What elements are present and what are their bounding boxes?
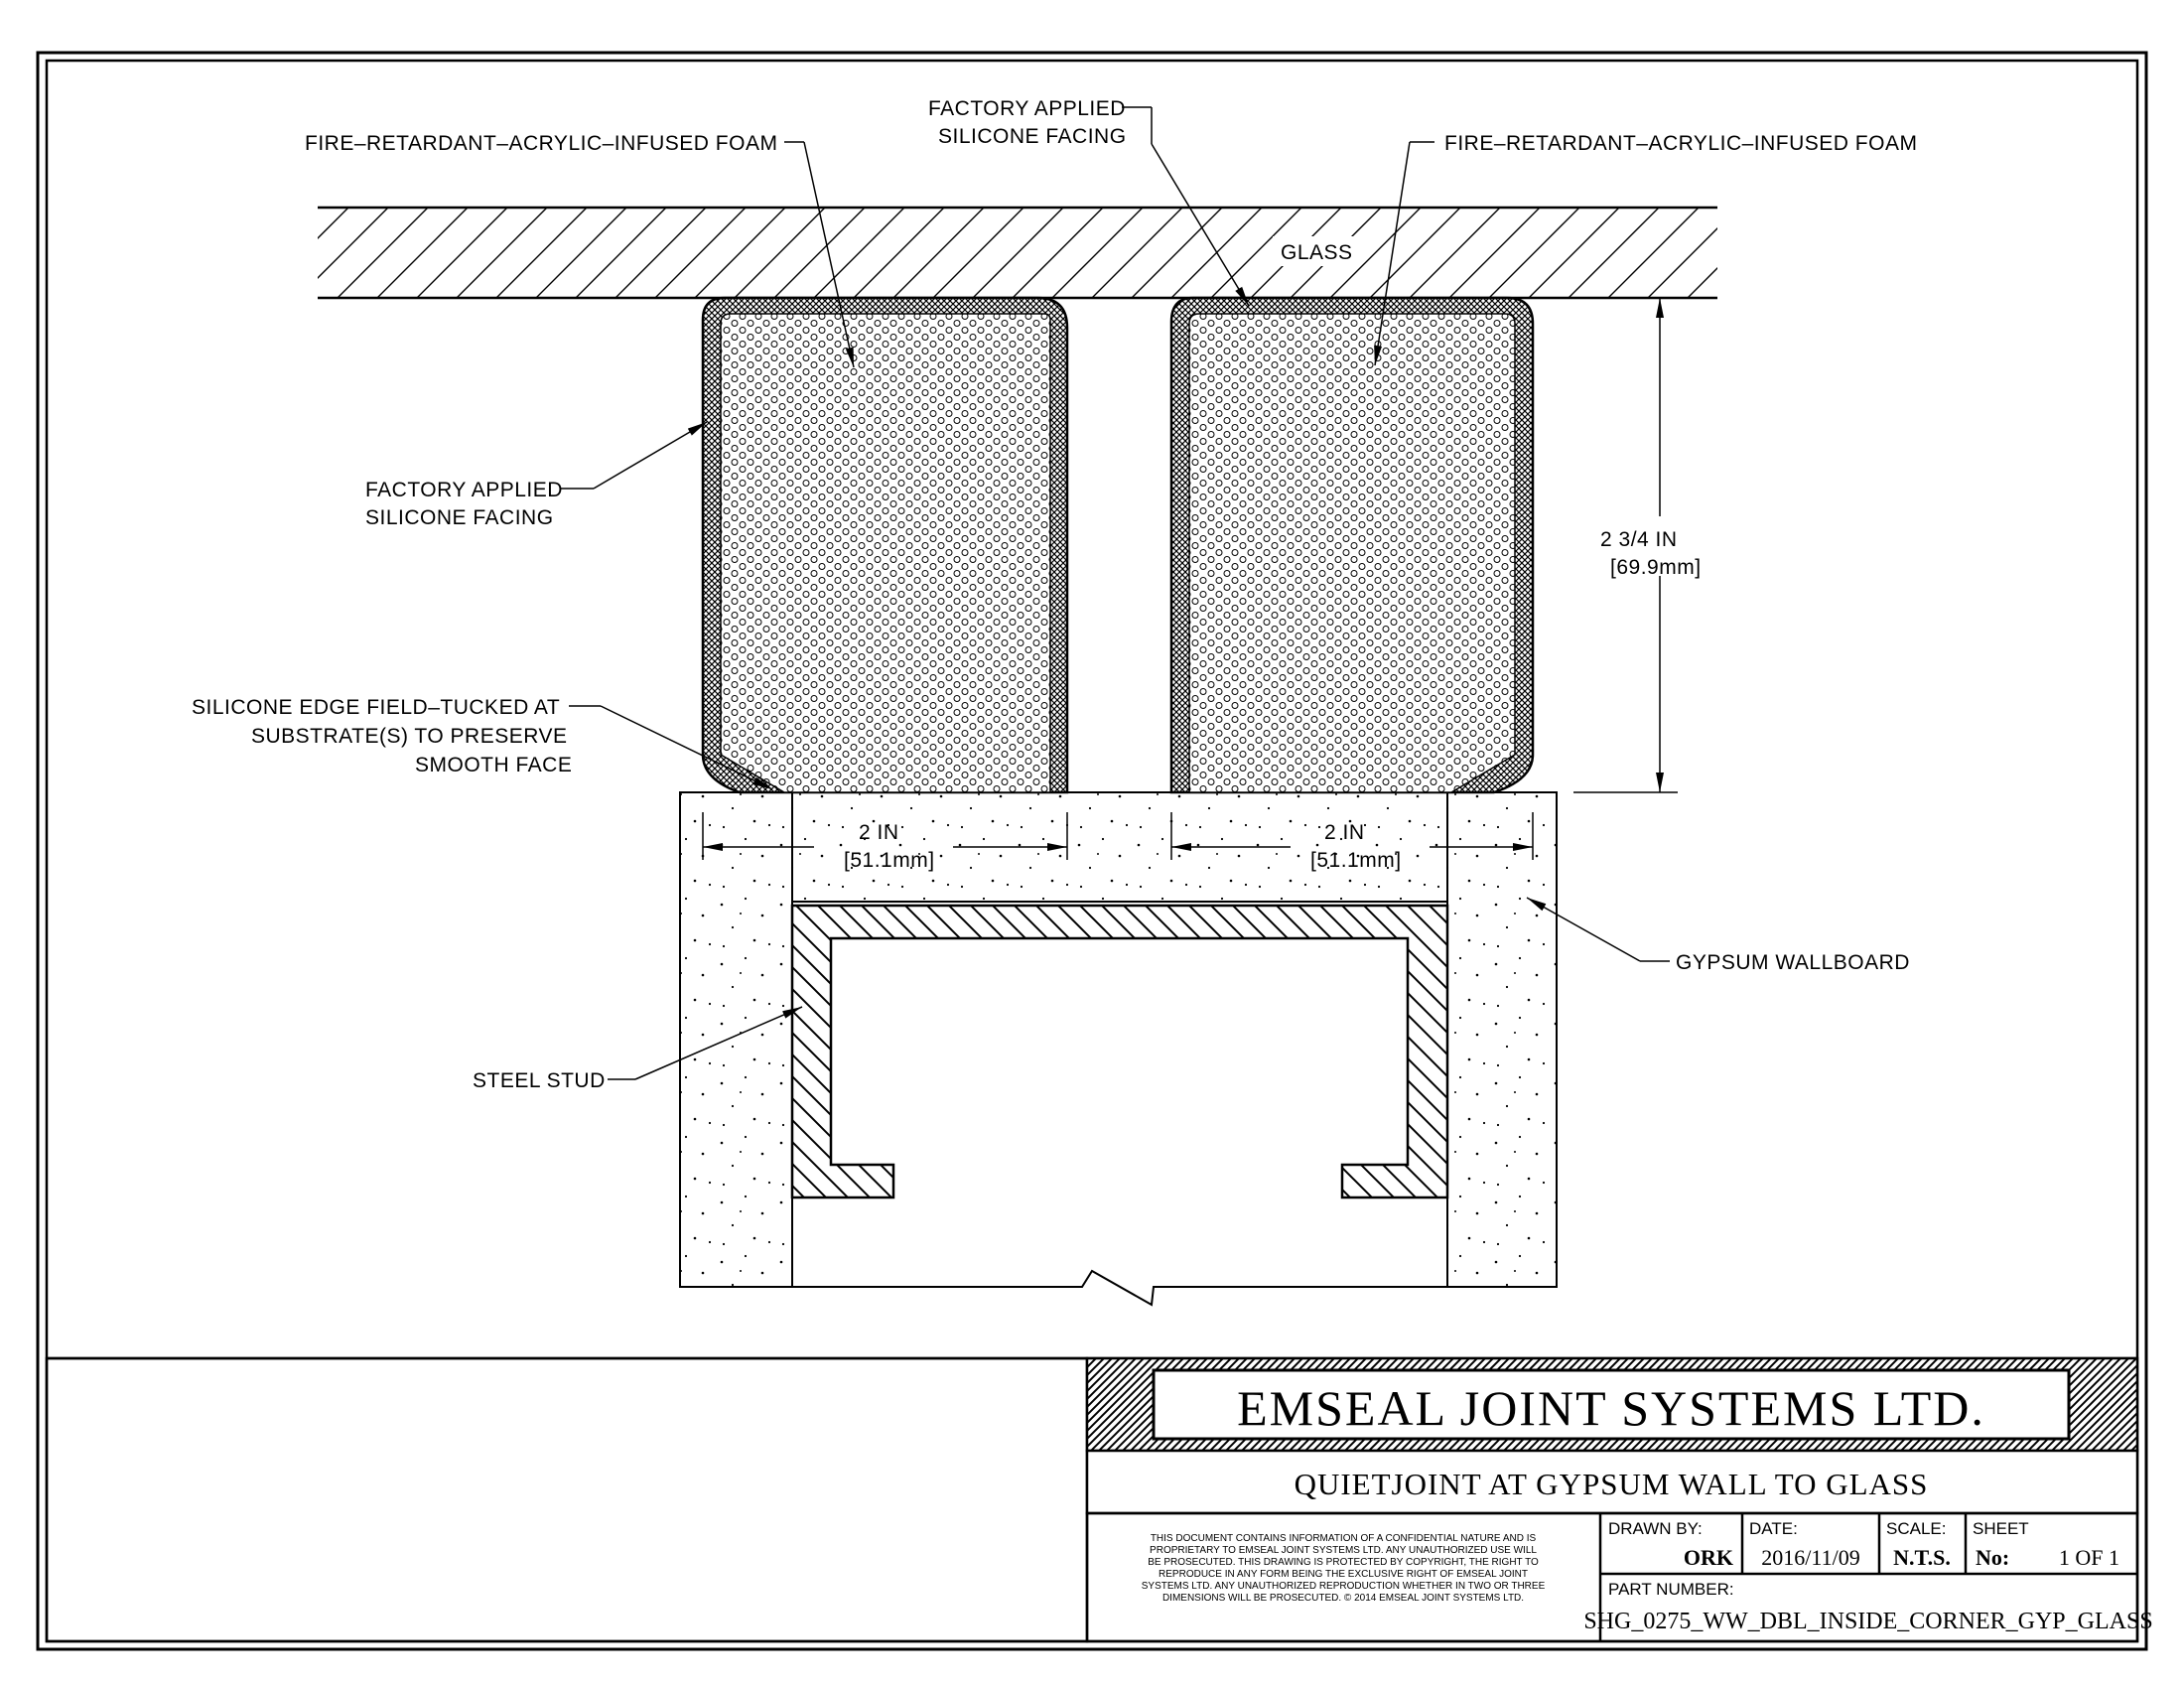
facing-left-label-2: SILICONE FACING [365, 506, 554, 529]
drawing-title: QUIETJOINT AT GYPSUM WALL TO GLASS [1295, 1467, 1929, 1501]
callout-steel-stud: STEEL STUD [473, 1006, 803, 1092]
steel-stud [790, 904, 1449, 1199]
disclaimer-block: THIS DOCUMENT CONTAINS INFORMATION OF A … [1142, 1533, 1546, 1604]
company-name: EMSEAL JOINT SYSTEMS LTD. [1237, 1380, 1985, 1436]
edge-label-3: SMOOTH FACE [415, 754, 572, 776]
svg-text:REPRODUCE IN ANY FORM BEING TH: REPRODUCE IN ANY FORM BEING THE EXCLUSIV… [1159, 1569, 1528, 1580]
drawn-by-label: DRAWN BY: [1608, 1519, 1703, 1538]
facing-top-label-1: FACTORY APPLIED [928, 97, 1126, 120]
facing-left-label-1: FACTORY APPLIED [365, 479, 563, 501]
foam-left-label: FIRE–RETARDANT–ACRYLIC–INFUSED FOAM [305, 132, 777, 155]
callout-gypsum: GYPSUM WALLBOARD [1526, 897, 1910, 974]
callout-facing-top: FACTORY APPLIED SILICONE FACING [928, 97, 1250, 307]
height-dimension: 2 3/4 IN [69.9mm] [1539, 297, 1702, 793]
glass-label: GLASS [1281, 241, 1353, 264]
outer-border [36, 51, 2148, 1651]
svg-text:PROPRIETARY TO EMSEAL JOINT SY: PROPRIETARY TO EMSEAL JOINT SYSTEMS LTD.… [1150, 1545, 1537, 1556]
sealant-left [701, 296, 1069, 794]
callout-silicone-edge: SILICONE EDGE FIELD–TUCKED AT SUBSTRATE(… [192, 696, 773, 790]
width-left-mm: [51.1mm] [844, 849, 935, 872]
callout-foam-right: FIRE–RETARDANT–ACRYLIC–INFUSED FOAM [1374, 132, 1917, 366]
svg-text:DIMENSIONS WILL BE PROSECUTED.: DIMENSIONS WILL BE PROSECUTED. © 2014 EM… [1162, 1593, 1524, 1604]
width-dimension-right: 2 IN [51.1mm] [1170, 812, 1534, 872]
svg-text:SYSTEMS LTD. ANY UNAUTHORIZED: SYSTEMS LTD. ANY UNAUTHORIZED REPRODUCTI… [1142, 1581, 1546, 1592]
callout-foam-left: FIRE–RETARDANT–ACRYLIC–INFUSED FOAM [305, 132, 855, 368]
width-left-in: 2 IN [859, 821, 899, 844]
svg-text:THIS DOCUMENT CONTAINS INFORMA: THIS DOCUMENT CONTAINS INFORMATION OF A … [1151, 1533, 1537, 1544]
sheet-no-label: No: [1976, 1545, 2009, 1570]
sheet-no-value: 1 OF 1 [2059, 1545, 2119, 1570]
stud-label: STEEL STUD [473, 1069, 606, 1092]
drawn-by-value: ORK [1684, 1545, 1733, 1570]
title-block: EMSEAL JOINT SYSTEMS LTD. QUIETJOINT AT … [45, 1356, 2153, 1643]
scale-value: N.T.S. [1893, 1545, 1951, 1570]
height-dimension-in: 2 3/4 IN [1600, 528, 1678, 551]
date-value: 2016/11/09 [1761, 1545, 1859, 1570]
sheet-label: SHEET [1973, 1519, 2029, 1538]
sealant-right [1169, 296, 1535, 794]
facing-top-label-2: SILICONE FACING [938, 125, 1127, 148]
height-dimension-mm: [69.9mm] [1610, 556, 1702, 579]
foam-right-label: FIRE–RETARDANT–ACRYLIC–INFUSED FOAM [1444, 132, 1917, 155]
edge-label-1: SILICONE EDGE FIELD–TUCKED AT [192, 696, 560, 719]
part-number-value: SHG_0275_WW_DBL_INSIDE_CORNER_GYP_GLASS [1583, 1609, 2152, 1634]
callout-facing-left: FACTORY APPLIED SILICONE FACING [365, 421, 708, 529]
scale-label: SCALE: [1886, 1519, 1946, 1538]
title-block-blank-panel [45, 1356, 1089, 1643]
date-label: DATE: [1749, 1519, 1798, 1538]
edge-label-2: SUBSTRATE(S) TO PRESERVE [251, 725, 568, 748]
glass-panel: GLASS [318, 206, 1717, 300]
width-right-in: 2 IN [1324, 821, 1365, 844]
width-dimension-left: 2 IN [51.1mm] [702, 812, 1068, 872]
gypsum-label: GYPSUM WALLBOARD [1676, 951, 1910, 974]
svg-text:BE PROSECUTED. THIS DRAWING IS: BE PROSECUTED. THIS DRAWING IS PROTECTED… [1148, 1557, 1539, 1568]
width-right-mm: [51.1mm] [1310, 849, 1402, 872]
part-number-label: PART NUMBER: [1608, 1580, 1734, 1599]
